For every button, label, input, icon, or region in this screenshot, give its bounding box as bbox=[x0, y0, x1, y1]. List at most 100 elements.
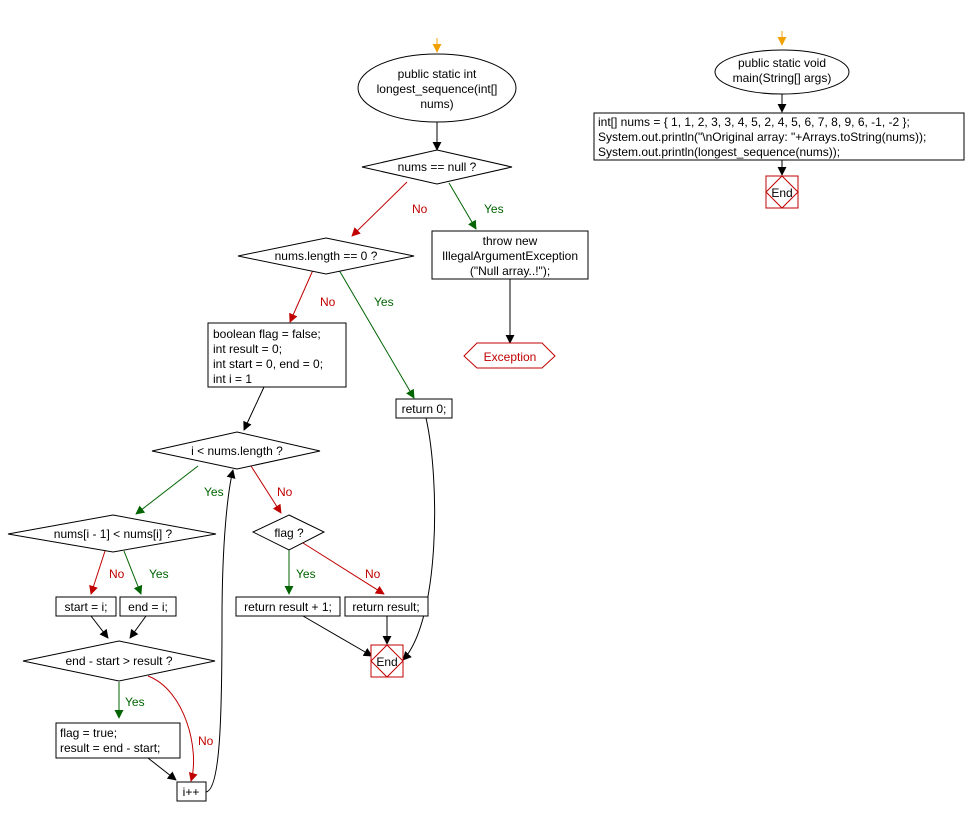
process-shape bbox=[593, 112, 965, 161]
decision-label: end - start > result ? bbox=[65, 654, 172, 668]
terminal-shape bbox=[714, 49, 850, 95]
init-line-1: boolean flag = false; bbox=[213, 327, 321, 341]
end-terminal-main: End bbox=[765, 175, 799, 209]
end-label: End bbox=[771, 186, 792, 200]
return-zero-box: return 0; bbox=[395, 398, 453, 419]
yes-label-length: Yes bbox=[374, 295, 394, 309]
throw-line-2: IllegalArgumentException bbox=[442, 249, 578, 263]
return-result-label: return result; bbox=[352, 600, 419, 614]
return-plus-one-box: return result + 1; bbox=[235, 596, 341, 617]
end-diamond bbox=[370, 644, 404, 678]
edge-init-to-loop bbox=[243, 386, 265, 431]
process-shape bbox=[119, 596, 177, 617]
process-shape bbox=[395, 398, 453, 419]
decision-length-check: nums.length == 0 ? bbox=[237, 237, 415, 275]
terminal-shape bbox=[357, 53, 517, 123]
main-signature-line-2: main(String[] args) bbox=[733, 71, 832, 85]
init-variables-box: boolean flag = false; int result = 0; in… bbox=[207, 322, 347, 388]
throw-exception-box: throw new IllegalArgumentException ("Nul… bbox=[431, 230, 589, 280]
init-line-4: int i = 1 bbox=[213, 372, 252, 386]
process-shape bbox=[235, 596, 341, 617]
no-label-loop: No bbox=[277, 485, 293, 499]
process-shape bbox=[344, 596, 429, 617]
signature-line-2: longest_sequence(int[] bbox=[377, 82, 498, 96]
decision-shape bbox=[151, 431, 321, 470]
increment-label: i++ bbox=[183, 785, 200, 799]
decision-shape bbox=[251, 514, 326, 551]
edge-update-to-increment bbox=[147, 757, 177, 781]
decision-label: i < nums.length ? bbox=[191, 444, 283, 458]
yes-label-loop: Yes bbox=[204, 485, 224, 499]
decision-null-check: nums == null ? bbox=[361, 149, 513, 185]
decision-shape bbox=[361, 149, 513, 185]
return-zero-label: return 0; bbox=[402, 402, 447, 416]
decision-shape bbox=[7, 514, 217, 553]
edge-increment-to-loop bbox=[205, 469, 236, 793]
throw-line-3: ("Null array..!"); bbox=[470, 264, 550, 278]
yes-label-null: Yes bbox=[484, 202, 504, 216]
decision-label: flag ? bbox=[274, 526, 304, 540]
edge-null-no bbox=[351, 181, 408, 237]
edge-length-no bbox=[289, 269, 314, 323]
yes-label-compare: Yes bbox=[149, 567, 169, 581]
init-line-2: int result = 0; bbox=[213, 342, 282, 356]
yes-label-flag: Yes bbox=[296, 567, 316, 581]
no-label-length: No bbox=[320, 295, 336, 309]
return-result-box: return result; bbox=[344, 596, 429, 617]
no-label-null: No bbox=[412, 202, 428, 216]
decision-compare: nums[i - 1] < nums[i] ? bbox=[7, 514, 217, 553]
edge-length-yes bbox=[338, 269, 415, 399]
edge-compare-no bbox=[89, 550, 106, 595]
main-signature: public static void main(String[] args) bbox=[714, 49, 850, 95]
end-label: End bbox=[376, 655, 397, 669]
edges bbox=[89, 31, 787, 793]
edge-start-to-diff bbox=[90, 615, 109, 639]
edge-null-yes bbox=[448, 182, 477, 230]
decision-loop-condition: i < nums.length ? bbox=[151, 431, 321, 470]
set-end-box: end = i; bbox=[119, 596, 177, 617]
edge-plus-one-to-end bbox=[302, 615, 373, 657]
signature-line-3: nums) bbox=[420, 97, 453, 111]
no-label-compare: No bbox=[109, 567, 125, 581]
main-signature-line-1: public static void bbox=[738, 56, 826, 70]
decision-flag: flag ? bbox=[251, 514, 326, 551]
main-body-line-1: int[] nums = { 1, 1, 2, 3, 3, 4, 5, 2, 4… bbox=[598, 115, 910, 129]
decision-shape bbox=[237, 237, 415, 275]
update-line-2: result = end - start; bbox=[60, 741, 160, 755]
increment-box: i++ bbox=[176, 781, 207, 802]
main-body-box: int[] nums = { 1, 1, 2, 3, 3, 4, 5, 2, 4… bbox=[593, 112, 965, 161]
end-terminal-longest: End bbox=[370, 644, 404, 678]
decision-shape bbox=[22, 640, 216, 682]
end-diamond bbox=[765, 175, 799, 209]
edge-compare-yes bbox=[123, 550, 143, 595]
yes-label-diff: Yes bbox=[125, 695, 145, 709]
signature-line-1: public static int bbox=[398, 67, 477, 81]
process-shape bbox=[55, 722, 181, 759]
exception-shape bbox=[463, 342, 556, 369]
process-shape bbox=[176, 781, 207, 802]
main-body-line-2: System.out.println("\nOriginal array: "+… bbox=[598, 130, 926, 144]
process-shape bbox=[431, 230, 589, 280]
main-body-line-3: System.out.println(longest_sequence(nums… bbox=[598, 145, 840, 159]
edge-loop-yes bbox=[135, 465, 199, 515]
no-label-flag: No bbox=[365, 567, 381, 581]
decision-diff: end - start > result ? bbox=[22, 640, 216, 682]
set-start-box: start = i; bbox=[55, 596, 117, 617]
decision-label: nums[i - 1] < nums[i] ? bbox=[54, 527, 173, 541]
set-end-label: end = i; bbox=[128, 600, 168, 614]
longest-sequence-signature: public static int longest_sequence(int[]… bbox=[357, 53, 517, 123]
edge-zero-to-end bbox=[402, 417, 436, 661]
edge-loop-no bbox=[250, 465, 282, 514]
no-label-diff: No bbox=[198, 734, 214, 748]
init-line-3: int start = 0, end = 0; bbox=[213, 357, 323, 371]
throw-line-1: throw new bbox=[483, 234, 538, 248]
edge-flag-no bbox=[302, 542, 385, 595]
process-shape bbox=[55, 596, 117, 617]
return-plus-one-label: return result + 1; bbox=[244, 600, 332, 614]
decision-label: nums.length == 0 ? bbox=[275, 249, 378, 263]
edge-diff-no bbox=[147, 675, 198, 782]
update-line-1: flag = true; bbox=[60, 726, 117, 740]
decision-label: nums == null ? bbox=[398, 160, 477, 174]
exception-label: Exception bbox=[484, 350, 537, 364]
edge-end-to-diff bbox=[129, 615, 147, 639]
